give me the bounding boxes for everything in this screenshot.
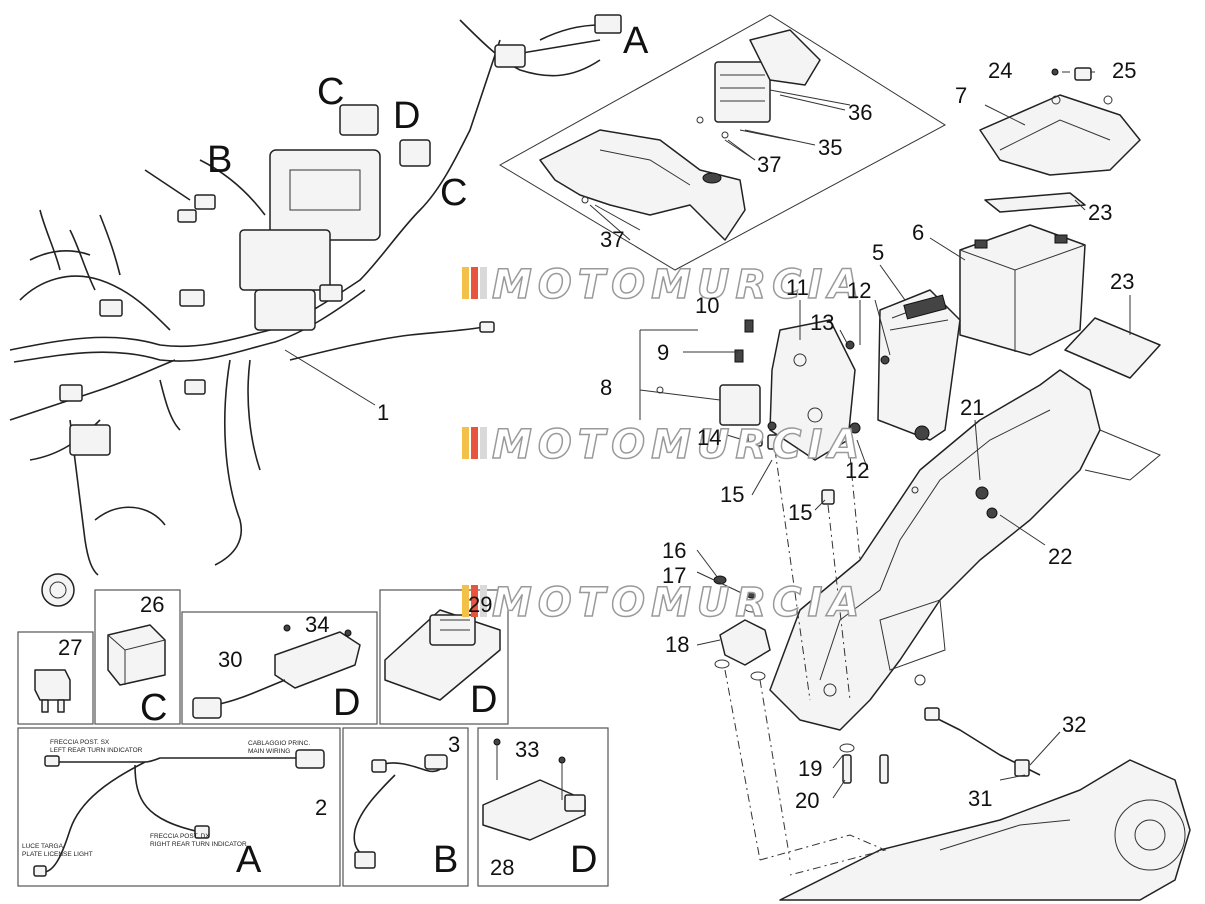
- callout-10: 10: [695, 293, 719, 318]
- watermark-1: MOTOMURCIA: [462, 261, 865, 309]
- callout-11: 11: [786, 275, 809, 300]
- watermark-stripe-2: [471, 267, 478, 299]
- mudguard-assembly: [499, 14, 946, 271]
- watermark-stripe-1: [462, 427, 469, 459]
- callout-37b: 37: [600, 227, 624, 252]
- callout-29: 29: [468, 592, 492, 617]
- watermark-2: MOTOMURCIA: [462, 421, 865, 469]
- callouts: 1 2 3 5 6 7 8 9 10 11 12 12 13 14 15 15 …: [58, 58, 1136, 880]
- detail-box-28: [477, 727, 609, 887]
- callout-15b: 15: [788, 500, 812, 525]
- callout-30: 30: [218, 647, 242, 672]
- callout-6: 6: [912, 220, 924, 245]
- leader-lines: [284, 71, 1131, 799]
- callout-28: 28: [490, 855, 514, 880]
- callout-2: 2: [315, 795, 327, 820]
- watermark-stripe-2: [471, 585, 478, 617]
- callout-35: 35: [818, 135, 842, 160]
- callout-22: 22: [1048, 544, 1072, 569]
- callout-20: 20: [795, 788, 819, 813]
- watermark-3: MOTOMURCIA: [462, 579, 865, 627]
- letter-c-top-1: C: [317, 71, 344, 113]
- callout-8: 8: [600, 375, 612, 400]
- label-cablaggio-sub: MAIN WIRING: [248, 748, 290, 755]
- letter-d-box29: D: [470, 679, 497, 721]
- letter-c-box26: C: [140, 687, 167, 729]
- detail-box-27: [17, 631, 94, 725]
- callout-33: 33: [515, 737, 539, 762]
- watermark-text: MOTOMURCIA: [492, 262, 865, 308]
- letter-a-top: A: [623, 20, 649, 62]
- letter-d-top: D: [393, 95, 420, 137]
- callout-17: 17: [662, 563, 686, 588]
- mounting-hardware: [713, 449, 889, 876]
- callout-15a: 15: [720, 482, 744, 507]
- letter-b-box3: B: [433, 839, 458, 881]
- callout-31: 31: [968, 786, 992, 811]
- callout-9: 9: [657, 340, 669, 365]
- callout-25: 25: [1112, 58, 1136, 83]
- callout-23b: 23: [1110, 269, 1134, 294]
- detail-box-2: [17, 727, 341, 887]
- wiring-labels: FRECCIA POST. SX LEFT REAR TURN INDICATO…: [22, 739, 310, 858]
- battery-area: [656, 67, 1161, 505]
- callout-19: 19: [798, 756, 822, 781]
- callout-1: 1: [377, 400, 389, 425]
- callout-24: 24: [988, 58, 1012, 83]
- callout-14: 14: [697, 425, 721, 450]
- detail-box-30: [181, 611, 378, 725]
- callout-12a: 12: [847, 278, 871, 303]
- callout-26: 26: [140, 592, 164, 617]
- letter-d-box30: D: [333, 682, 360, 724]
- rear-frame: [769, 369, 1161, 731]
- label-luce-targa-sub: PLATE LICENSE LIGHT: [22, 851, 93, 858]
- watermark-stripe-1: [462, 585, 469, 617]
- callout-34: 34: [305, 612, 329, 637]
- watermark-text: MOTOMURCIA: [492, 422, 865, 468]
- main-wiring-harness: [9, 14, 622, 607]
- watermark-stripe-3: [480, 267, 487, 299]
- callout-21: 21: [960, 395, 984, 420]
- letter-c-top-2: C: [440, 172, 467, 214]
- label-freccia-dx: FRECCIA POST. DX: [150, 833, 210, 840]
- watermark-stripe-1: [462, 267, 469, 299]
- letter-d-box28: D: [570, 839, 597, 881]
- callout-32: 32: [1062, 712, 1086, 737]
- letter-a-box2: A: [236, 839, 262, 881]
- engine-swingarm: [779, 707, 1191, 901]
- callout-27: 27: [58, 635, 82, 660]
- callout-12b: 12: [845, 458, 869, 483]
- callout-13: 13: [810, 310, 834, 335]
- watermark-text: MOTOMURCIA: [492, 580, 865, 626]
- label-freccia-sx-sub: LEFT REAR TURN INDICATOR: [50, 747, 143, 754]
- label-freccia-sx: FRECCIA POST. SX: [50, 739, 110, 746]
- watermark-stripe-3: [480, 427, 487, 459]
- letter-b-top: B: [207, 139, 232, 181]
- callout-23a: 23: [1088, 200, 1112, 225]
- group-letters: A B C C D C D D A B D: [140, 20, 649, 881]
- detail-box-3: [342, 727, 469, 887]
- callout-18: 18: [665, 632, 689, 657]
- callout-37a: 37: [757, 152, 781, 177]
- label-luce-targa: LUCE TARGA: [22, 843, 64, 850]
- callout-16: 16: [662, 538, 686, 563]
- callout-3: 3: [448, 732, 460, 757]
- label-cablaggio: CABLAGGIO PRINC.: [248, 740, 310, 747]
- label-freccia-dx-sub: RIGHT REAR TURN INDICATOR: [150, 841, 247, 848]
- watermark-stripe-3: [480, 585, 487, 617]
- callout-5: 5: [872, 240, 884, 265]
- watermark-stripe-2: [471, 427, 478, 459]
- callout-7: 7: [955, 83, 967, 108]
- detail-box-26: [94, 589, 181, 725]
- callout-36: 36: [848, 100, 872, 125]
